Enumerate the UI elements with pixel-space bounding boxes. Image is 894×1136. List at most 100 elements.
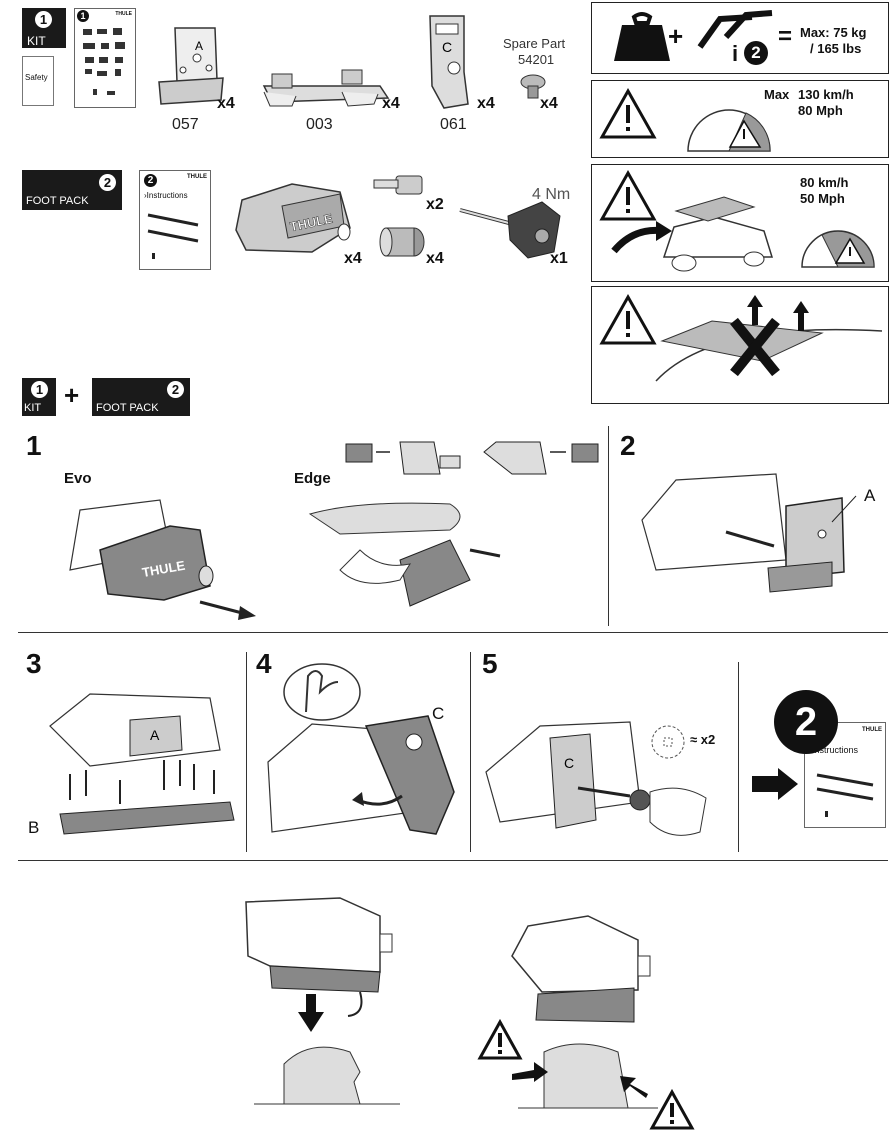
step-4-label-c: C — [432, 704, 445, 723]
spare-part-title: Spare Part — [503, 36, 566, 51]
speedometer-icon — [801, 230, 875, 268]
adapter-003-illustration — [262, 69, 390, 107]
speed-max-label: Max — [764, 87, 790, 102]
load-speed-warning-box: 80 km/h 50 Mph — [591, 164, 889, 282]
torque-tool-illustration — [459, 201, 561, 259]
load-info-i: i — [732, 41, 739, 66]
load-max-line2: / 165 lbs — [810, 41, 862, 56]
foot-pack-booklet-brand: THULE — [187, 174, 207, 180]
cover-attach-illustration — [267, 715, 455, 835]
load-speed-line2: 50 Mph — [800, 191, 845, 206]
weight-icon — [614, 12, 670, 61]
step-divider — [608, 426, 609, 626]
no-lift-warning-box — [591, 286, 889, 404]
combo-kit-number: 1 — [31, 381, 48, 398]
svg-text:C: C — [442, 39, 452, 55]
foot-pack-booklet-number: 2 — [144, 174, 157, 187]
kit-label: KIT — [27, 34, 46, 48]
no-lift-illustration — [655, 295, 883, 382]
next-booklet-brand: THULE — [862, 727, 882, 733]
combo-foot-label: FOOT PACK — [96, 402, 159, 414]
roof-bars-icon — [697, 10, 773, 49]
load-equals: = — [778, 23, 793, 50]
svg-text:A: A — [195, 39, 203, 53]
combo-foot-number: 2 — [167, 381, 184, 398]
bracket-057-illustration: A — [158, 27, 224, 105]
svg-text:C: C — [564, 755, 574, 771]
kit-tag: 1 KIT — [22, 8, 66, 48]
combo-plus: + — [64, 380, 80, 410]
svg-text:A: A — [150, 727, 160, 743]
foot-pack-number-badge: 2 — [99, 174, 116, 191]
foot-pack-tag: 2 FOOT PACK — [22, 170, 122, 210]
step-4-number: 4 — [256, 648, 272, 679]
row-divider — [18, 632, 888, 633]
step-3-label-b: B — [28, 818, 40, 837]
load-info-number: 2 — [744, 41, 768, 65]
evo-label: Evo — [64, 470, 92, 487]
warning-triangle-icon — [599, 293, 657, 345]
car-with-load-illustration — [611, 196, 774, 272]
warning-triangle-icon — [649, 1088, 695, 1130]
speed-warning-box: Max 130 km/h 80 Mph — [591, 80, 889, 158]
lock-cylinder-icon — [379, 227, 425, 257]
step-divider — [738, 662, 739, 852]
step-1-number: 1 — [26, 430, 42, 461]
warning-triangle-icon — [599, 169, 657, 221]
screw-icon — [520, 74, 546, 99]
step-3-number: 3 — [26, 648, 42, 679]
bracket-057-qty: x4 — [217, 95, 235, 112]
evo-foot-removal-illustration: THULE — [69, 499, 256, 620]
step-5-qty: ≈ x2 — [690, 732, 716, 747]
speedometer-icon — [687, 109, 771, 152]
screw-zoom-icon — [651, 725, 685, 759]
arrow-right-icon — [752, 768, 798, 800]
step-divider — [246, 652, 247, 852]
spare-part-number: 54201 — [518, 52, 555, 67]
next-booklet-number: 2 — [774, 690, 838, 754]
step-2-label-a: A — [864, 486, 876, 505]
combo-kit-tag: 1 KIT — [22, 378, 56, 416]
combo-foot-tag: 2 FOOT PACK — [92, 378, 190, 416]
cover-061-code: 061 — [440, 116, 467, 133]
edge-foot-removal-illustration — [308, 441, 599, 607]
tool-qty: x1 — [550, 250, 568, 267]
roof-bars-illustration — [147, 213, 199, 259]
evo-foot-brand: THULE — [141, 558, 187, 580]
foot-illustration: THULE — [235, 183, 351, 253]
combo-kit-label: KIT — [24, 402, 42, 414]
next-booklet-title: ›Instructions — [809, 745, 859, 755]
row-divider — [18, 860, 888, 861]
step-5-number: 5 — [482, 648, 498, 679]
kit-instructions-booklet: 1 THULE — [74, 8, 136, 108]
step-2-number: 2 — [620, 430, 636, 461]
foot-qty: x4 — [344, 250, 362, 267]
key-qty: x2 — [426, 196, 444, 213]
foot-pack-instructions-booklet: 2 THULE ›Instructions — [139, 170, 211, 270]
safety-booklet: Safety — [22, 56, 54, 106]
load-plus: + — [668, 21, 684, 51]
load-warning-box: + i 2 = Max: 75 kg / 165 lbs — [591, 2, 889, 74]
spare-part-qty: x4 — [540, 95, 558, 112]
screw-tighten-illustration: C — [485, 721, 707, 836]
step-5-qty-value: x2 — [700, 732, 716, 747]
load-speed-line1: 80 km/h — [800, 175, 849, 190]
lock-qty: x4 — [426, 250, 444, 267]
booklet-number: 1 — [77, 10, 89, 22]
cover-061-qty: x4 — [477, 95, 495, 112]
zoom-circle-icon — [283, 663, 361, 721]
key-icon — [373, 175, 423, 195]
booklet-parts-illustration — [83, 28, 125, 95]
step-divider — [470, 652, 471, 852]
bracket-057-code: 057 — [172, 116, 199, 133]
safety-label: Safety — [25, 73, 48, 82]
warning-triangle-icon — [477, 1018, 523, 1060]
load-max-line1: Max: 75 kg — [800, 25, 867, 40]
kit-number-badge: 1 — [35, 11, 52, 28]
cover-061-illustration: C — [429, 15, 469, 109]
foot-pack-booklet-title: ›Instructions — [144, 191, 188, 200]
speed-line1: 130 km/h — [798, 87, 854, 102]
torque-label: 4 Nm — [532, 186, 571, 203]
foot-pack-label: FOOT PACK — [26, 195, 89, 207]
warning-triangle-icon — [599, 87, 657, 139]
